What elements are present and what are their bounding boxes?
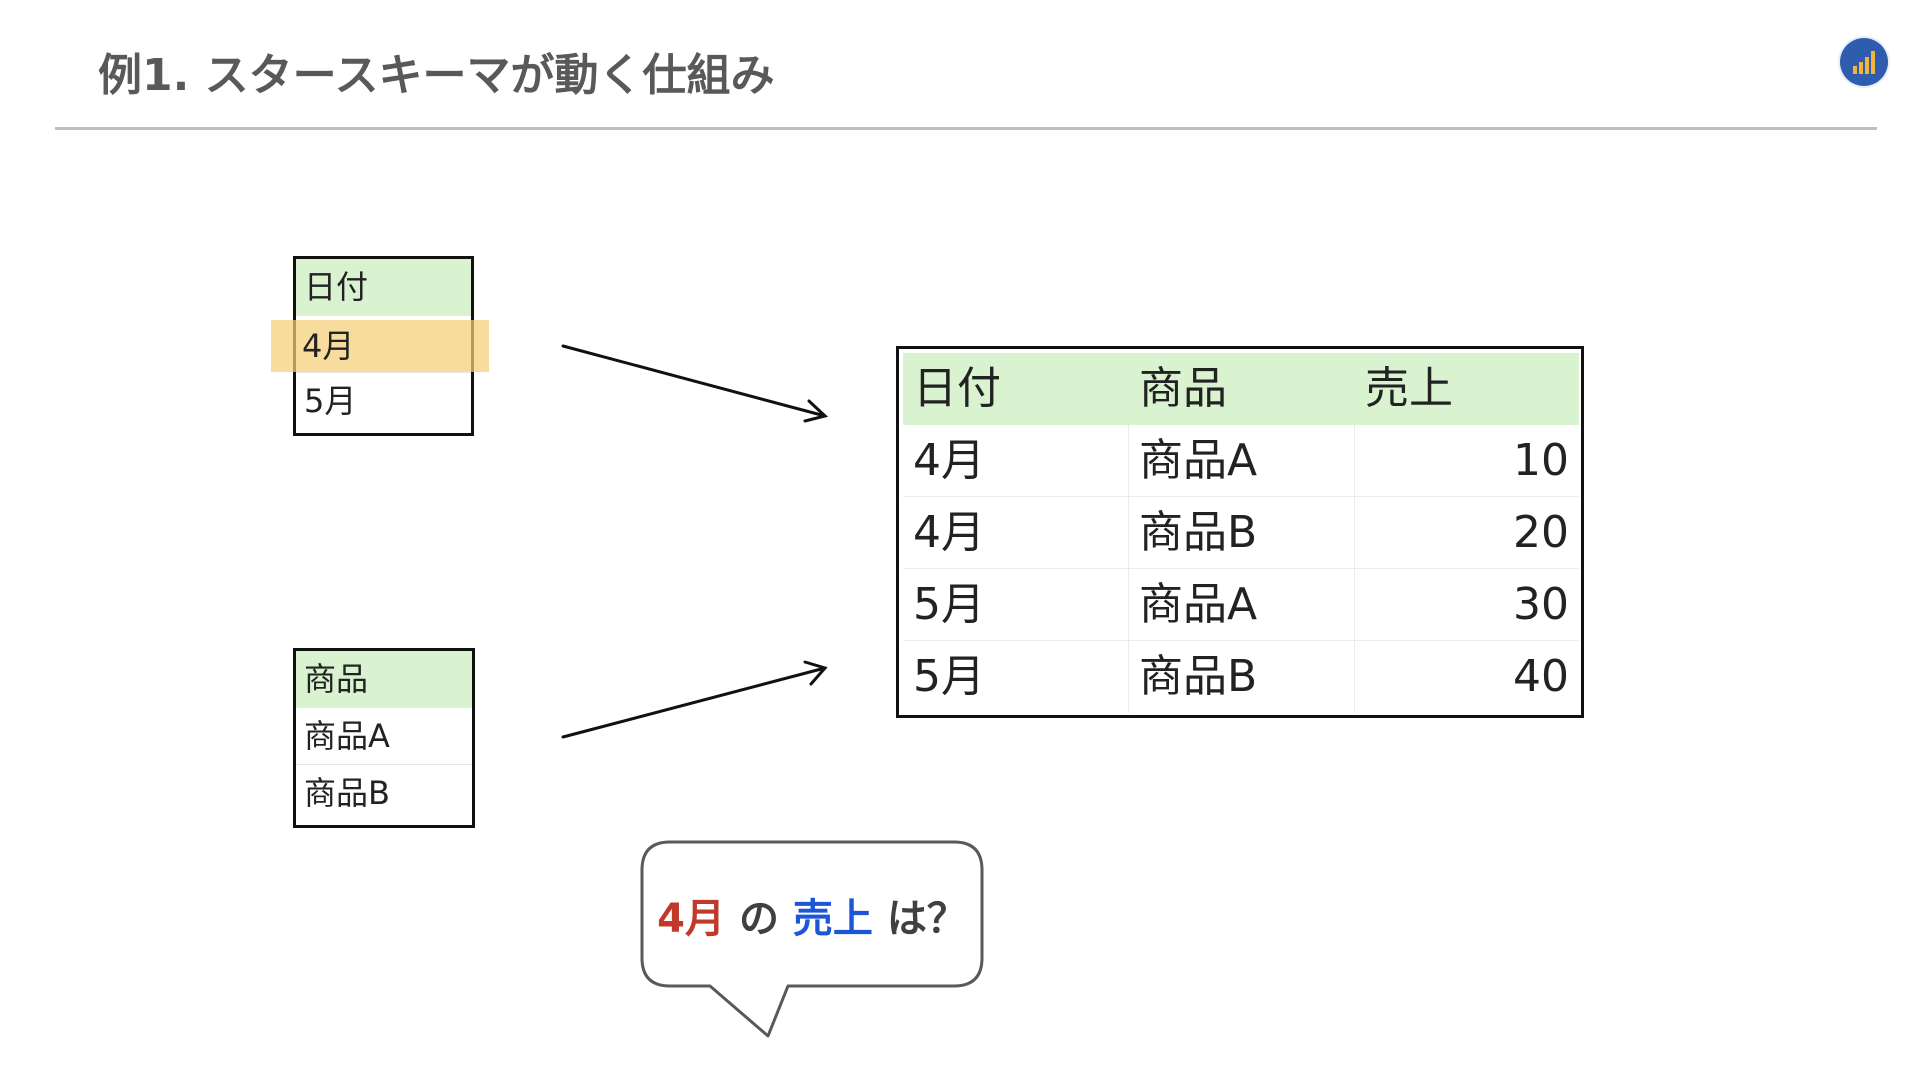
question-particle: の bbox=[738, 896, 779, 942]
date-table-row-april bbox=[296, 316, 471, 373]
product-table-header: 商品 bbox=[296, 651, 472, 708]
fact-cell-date: 4月 bbox=[903, 497, 1129, 569]
fact-header-date: 日付 bbox=[903, 353, 1129, 425]
fact-cell-date: 5月 bbox=[903, 641, 1129, 713]
fact-cell-sales: 10 bbox=[1355, 425, 1579, 497]
date-arrow bbox=[561, 344, 827, 418]
fact-cell-date: 5月 bbox=[903, 569, 1129, 641]
date-table-row-april-label: 4月 bbox=[302, 327, 355, 365]
date-arrow-head bbox=[803, 399, 829, 423]
question-measure: 売上 bbox=[792, 896, 873, 942]
title-divider bbox=[55, 127, 1877, 130]
fact-table: 日付 商品 売上 4月 商品A 10 4月 商品B 20 5月 商品A 30 5… bbox=[896, 346, 1584, 718]
date-table-row-may: 5月 bbox=[304, 382, 357, 420]
selected-row-highlight bbox=[271, 320, 489, 372]
fact-cell-product: 商品B bbox=[1129, 497, 1355, 569]
fact-cell-sales: 30 bbox=[1355, 569, 1579, 641]
product-table-row: 商品A bbox=[296, 708, 472, 765]
product-arrow bbox=[561, 666, 827, 739]
fact-cell-product: 商品B bbox=[1129, 641, 1355, 713]
date-table-header: 日付 bbox=[296, 259, 471, 316]
fact-cell-product: 商品A bbox=[1129, 425, 1355, 497]
question-text: 4月 の 売上 は？ bbox=[642, 884, 982, 954]
fact-cell-product: 商品A bbox=[1129, 569, 1355, 641]
fact-header-sales: 売上 bbox=[1355, 353, 1579, 425]
fact-header-product: 商品 bbox=[1129, 353, 1355, 425]
product-dimension-table: 商品 商品A 商品B bbox=[293, 648, 475, 828]
fact-cell-sales: 40 bbox=[1513, 651, 1569, 702]
bar-chart-icon bbox=[1840, 38, 1888, 86]
fact-cell-sales: 20 bbox=[1355, 497, 1579, 569]
question-ending: は？ bbox=[886, 896, 967, 942]
question-month: 4月 bbox=[657, 896, 726, 942]
product-arrow-head bbox=[803, 660, 828, 686]
product-table-row: 商品B bbox=[304, 774, 390, 812]
page-title: 例1. スタースキーマが動く仕組み bbox=[98, 50, 775, 101]
fact-cell-date: 4月 bbox=[903, 425, 1129, 497]
